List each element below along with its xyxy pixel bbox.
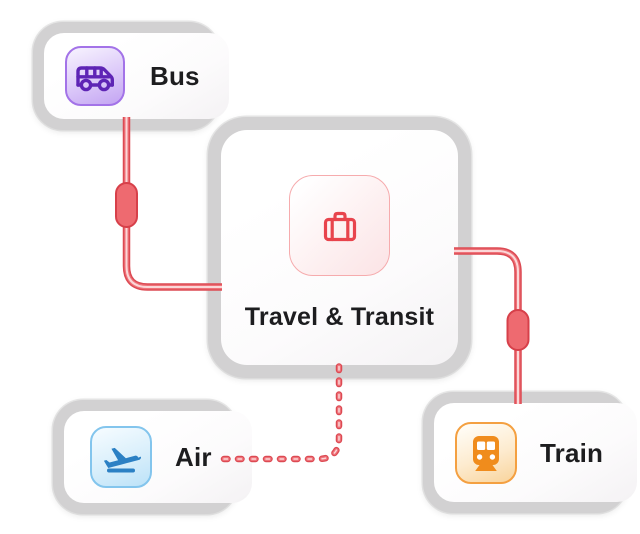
edge-midpoint-capsule [115,182,138,228]
node-label-bus: Bus [150,61,200,91]
plane-icon-tile [90,426,152,488]
node-card-bus: Bus [33,22,229,130]
node-card-train-face: Train [434,403,637,502]
train-icon-tile [455,421,517,484]
suitcase-icon-tile [289,175,390,276]
node-card-bus-face: Bus [44,33,229,119]
node-label-travel-transit: Travel & Transit [244,303,435,331]
node-label-air: Air [175,442,212,472]
plane-takeoff-icon [103,447,142,473]
node-card-air: Air [53,400,252,514]
suitcase-icon [323,211,356,241]
node-label-train: Train [540,437,604,468]
edge-bus-to-center [115,117,222,291]
node-card-train: Train [423,392,637,513]
edge-midpoint-capsule [506,309,530,351]
bus-icon-tile [65,46,125,106]
node-card-travel-transit: Travel & Transit [208,117,471,378]
node-card-air-face: Air [64,411,252,503]
bus-icon [76,66,114,92]
node-card-travel-transit-face: Travel & Transit [221,130,458,365]
train-icon [473,435,499,471]
